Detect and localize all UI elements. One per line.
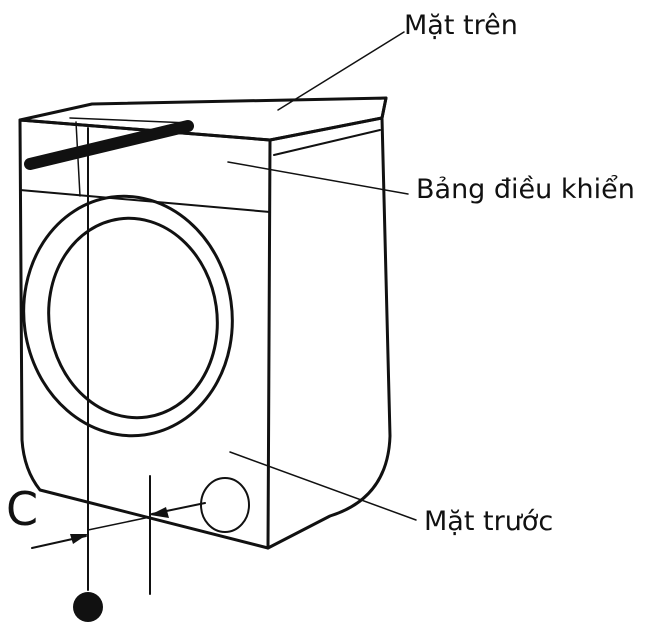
filter-cap [200, 477, 250, 533]
plumb-bob [73, 592, 103, 622]
panel-segment-line [75, 121, 81, 197]
leader-control-panel [227, 161, 409, 195]
leader-front [229, 451, 417, 521]
inlet-hose [24, 120, 194, 170]
panel-top-edge [69, 117, 191, 124]
dimension-right-arrowhead [150, 507, 169, 518]
door-inner-ring [47, 216, 219, 420]
label-front-surface: Mặt trước [424, 506, 554, 537]
label-top-surface: Mặt trên [404, 10, 518, 41]
side-inner-edge [273, 129, 381, 156]
dimension-baseline [87, 516, 151, 531]
control-panel-divider [19, 189, 271, 213]
side-body-outline [266, 96, 392, 550]
front-body-outline [18, 118, 272, 550]
dimension-left-arrowhead [70, 534, 88, 544]
label-dimension-c: C [6, 482, 39, 536]
leader-top [277, 31, 405, 111]
door-outer-ring [22, 194, 234, 438]
label-control-panel: Bảng điều khiển [416, 174, 635, 205]
